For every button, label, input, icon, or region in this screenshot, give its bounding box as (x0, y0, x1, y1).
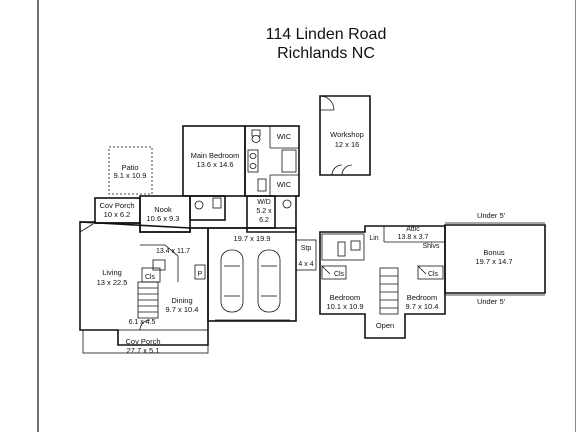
toilet-icon (251, 135, 261, 143)
workshop-dims: 12 x 16 (335, 140, 360, 149)
under-5-top-label: Under 5' (477, 211, 506, 220)
shlvs-label: Shlvs (422, 243, 440, 250)
living-dims: 13 x 22.5 (97, 278, 128, 287)
cov-porch-front-outline (82, 329, 209, 354)
cls-right-door (417, 265, 427, 275)
upstairs-bath-outline (321, 233, 365, 261)
cls-main-outline (141, 267, 161, 283)
cov-porch-front-dims: 27.7 x 5.1 (127, 346, 160, 355)
workshop-door (319, 95, 335, 111)
dining-label: Dining (171, 296, 192, 305)
patio-dims: 9.1 x 10.9 (114, 171, 147, 180)
front-door (139, 319, 151, 331)
workshop-outline (319, 95, 371, 176)
vanity-fixture (247, 149, 259, 173)
patio-label: Patio (121, 163, 138, 172)
shower-fixture (257, 178, 267, 192)
corner-fireplace (79, 223, 94, 233)
kitchen-sink-icon (152, 259, 166, 271)
dining-dims: 9.7 x 10.4 (166, 305, 199, 314)
pantry-label: P (198, 271, 203, 278)
living-stairs (137, 281, 159, 319)
toilet-icon (194, 200, 204, 210)
tub-fixture (281, 149, 297, 173)
garage-outline (207, 227, 297, 322)
stp-outline (295, 239, 317, 271)
workshop-label: Workshop (330, 130, 364, 139)
sink-icon (249, 163, 257, 169)
wic-1-label: WIC (277, 132, 292, 141)
cls-left-label: Cls (334, 271, 345, 278)
nook-label: Nook (154, 205, 172, 214)
bedroom-right-dims: 9.7 x 10.4 (406, 302, 439, 311)
wd-label: W/D (257, 199, 271, 206)
wd-dims-2: 6.2 (259, 217, 269, 224)
bedroom-left-label: Bedroom (330, 293, 360, 302)
bonus-label: Bonus (483, 248, 505, 257)
car-icon (220, 249, 244, 313)
cls-main-label: Cls (145, 274, 156, 281)
patio-outline (108, 146, 153, 195)
cls-right-outline (417, 265, 444, 280)
stp-label: Stp (301, 245, 312, 252)
cov-porch-rear-dims: 10 x 6.2 (104, 210, 131, 219)
toilet-icon (337, 241, 346, 257)
stp-dims: 4 x 4 (298, 261, 313, 268)
bedroom-left-dims: 10.1 x 10.9 (326, 302, 363, 311)
kitchen-dims: 13.4 x 11.7 (156, 248, 190, 255)
garage-dims: 19.7 x 19.9 (233, 234, 270, 243)
main-bedroom-label: Main Bedroom (191, 151, 240, 160)
pantry-outline (194, 264, 206, 280)
bonus-dims: 19.7 x 14.7 (475, 257, 512, 266)
cov-porch-rear-label: Cov Porch (99, 201, 134, 210)
nook-dims: 10.6 x 9.3 (147, 214, 180, 223)
living-label: Living (102, 268, 122, 277)
wd-dims: 5.2 x (256, 208, 272, 215)
upper-floor-outline (319, 225, 446, 339)
sink-icon (249, 153, 257, 159)
attic-dims: 13.8 x 3.7 (398, 234, 429, 241)
cls-left-outline (321, 265, 347, 280)
main-bedroom-dims: 13.6 x 14.6 (196, 160, 233, 169)
cls-right-label: Cls (428, 271, 439, 278)
workshop-double-door (331, 164, 353, 176)
under-5-bottom-label: Under 5' (477, 297, 506, 306)
sink-icon (212, 197, 222, 209)
water-heater-icon (282, 199, 292, 209)
wic-2-label: WIC (277, 180, 292, 189)
title-city: Richlands NC (277, 45, 375, 62)
powder-bath-outline (189, 195, 226, 221)
cls-left-door (321, 265, 331, 275)
foyer-dims: 6.1 x 4.5 (129, 319, 156, 326)
upper-stairs (379, 267, 399, 315)
sink-icon (350, 240, 361, 251)
car-icon (257, 249, 281, 313)
bedroom-right-label: Bedroom (407, 293, 437, 302)
cov-porch-front-label: Cov Porch (125, 337, 160, 346)
title-address: 114 Linden Road (266, 26, 387, 43)
open-label: Open (376, 321, 394, 330)
attic-label: Attic (406, 226, 420, 233)
kitchen-counter (140, 244, 179, 282)
lin-label: Lin (369, 235, 378, 242)
